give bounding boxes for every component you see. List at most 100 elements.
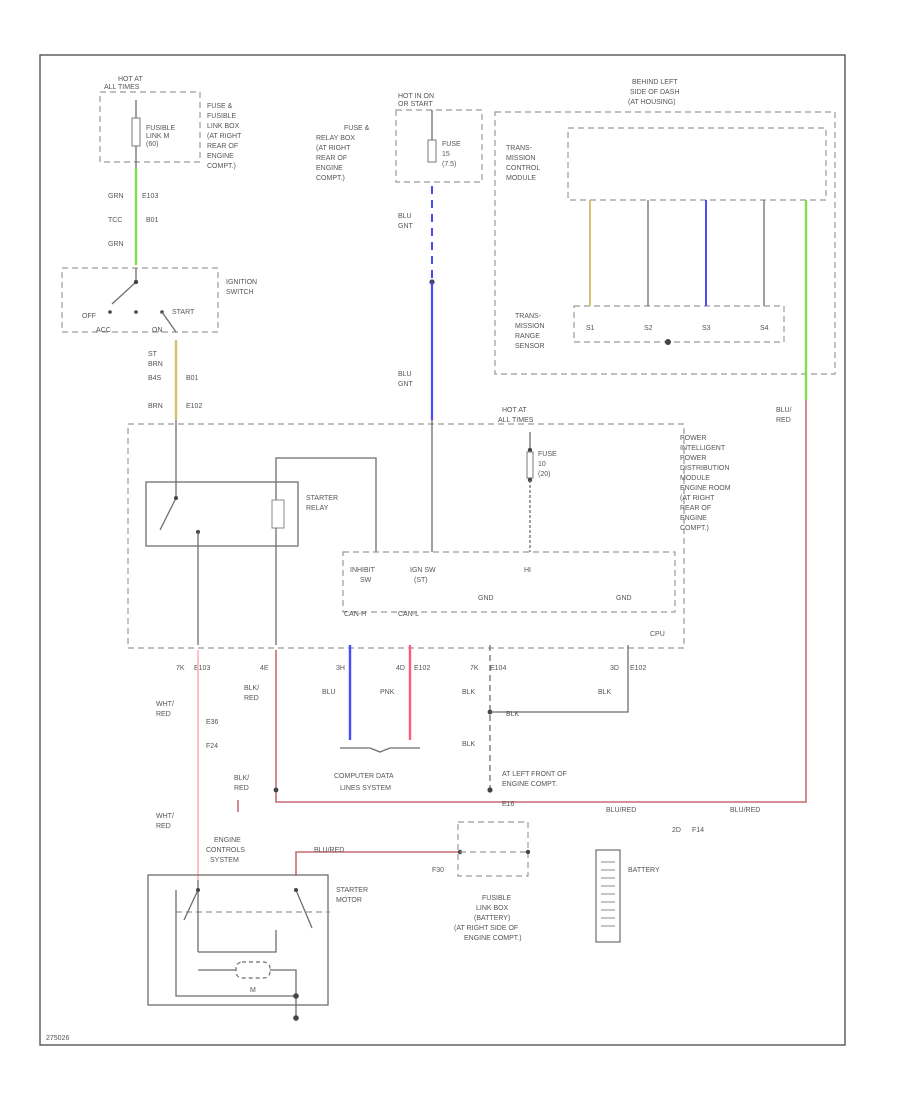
fuse-15-symbol xyxy=(427,139,437,163)
label-yel-c: B4S xyxy=(148,375,162,382)
label-tcm-c: CONTROL xyxy=(506,165,540,172)
label-blu-1: BLU xyxy=(398,213,412,220)
relay-contact-blade xyxy=(159,497,177,531)
ign-contact-acc xyxy=(134,310,138,314)
diagram-frame xyxy=(39,54,846,1046)
label-s3: S3 xyxy=(702,325,711,332)
label-fusebox-7: COMPT.) xyxy=(207,163,236,170)
label-battery: BATTERY xyxy=(628,867,660,874)
label-fuse-10: FUSE xyxy=(538,451,557,458)
label-inhibit-b: SW xyxy=(360,577,372,584)
wire-ign-start xyxy=(161,311,177,333)
label-ignsw-b: (ST) xyxy=(414,577,428,584)
fuse-link-box xyxy=(99,91,201,163)
label-ecs: ENGINE xyxy=(214,837,241,844)
tr-sensor-box xyxy=(573,305,785,343)
ign-pivot xyxy=(133,279,139,285)
label-behind-left-b: SIDE OF DASH xyxy=(630,89,679,96)
starter-dot-1 xyxy=(196,888,200,892)
label-f30: F30 xyxy=(432,867,444,874)
label-ign-start: START xyxy=(172,309,195,316)
label-blu-2b: GNT xyxy=(398,381,414,388)
label-comp-data-b: LINES SYSTEM xyxy=(340,785,391,792)
label-tcm-b: MISSION xyxy=(506,155,536,162)
label-starter-motor-b: MOTOR xyxy=(336,897,362,904)
label-fusible-link-b: LINK M xyxy=(146,133,170,140)
label-pdm-8: REAR OF xyxy=(680,505,711,512)
label-e102: E102 xyxy=(186,403,202,410)
label-ignition-switch: IGNITION xyxy=(226,279,257,286)
label-yel-b: BRN xyxy=(148,361,163,368)
label-hot-alltimes: HOT AT xyxy=(118,76,143,83)
label-pdm-1: POWER xyxy=(680,435,706,442)
fusible-battery-out xyxy=(525,849,531,855)
label-blkred-2: BLK/ xyxy=(234,775,249,782)
label-ecs-c: SYSTEM xyxy=(210,857,239,864)
label-wht-1: WHT/ xyxy=(156,701,174,708)
starter-relay-box xyxy=(145,481,299,547)
label-yel-d: B01 xyxy=(186,375,199,382)
relay-pivot xyxy=(174,496,178,500)
starter-motor-wire-b xyxy=(270,969,297,1018)
label-fuserelay-4: REAR OF xyxy=(316,155,347,162)
label-pin-2d: 2D xyxy=(672,827,681,834)
wire-blk-red-main xyxy=(275,400,807,803)
label-trsensor: TRANS- xyxy=(515,313,542,320)
label-trsensor-b: MISSION xyxy=(515,323,545,330)
starter-coil-wire xyxy=(198,930,277,953)
battery-cells xyxy=(601,861,615,927)
label-tcm: TRANS- xyxy=(506,145,533,152)
tr-sensor-ground xyxy=(665,339,671,345)
label-fusiblebatt-d: (AT RIGHT SIDE OF xyxy=(454,925,518,932)
starter-motor-symbol xyxy=(235,961,271,979)
pin-label-3d: 3D xyxy=(610,665,619,672)
battery-symbol xyxy=(595,849,621,943)
label-gnd-loc: AT LEFT FRONT OF xyxy=(502,771,567,778)
label-hot-alltimes-b: ALL TIMES xyxy=(104,84,140,91)
label-pdm-5: MODULE xyxy=(680,475,710,482)
label-pdm-9: ENGINE xyxy=(680,515,707,522)
fusible-battery-box xyxy=(457,821,529,877)
label-blured-1: BLU/ xyxy=(776,407,792,414)
label-ign-on: ON xyxy=(152,327,163,334)
label-f24: F24 xyxy=(206,743,218,750)
label-pdm-10: COMPT.) xyxy=(680,525,709,532)
label-s4: S4 xyxy=(760,325,769,332)
label-pdm-6: ENGINE ROOM xyxy=(680,485,731,492)
label-canl: CAN-L xyxy=(398,611,419,618)
label-pdm-7: (AT RIGHT xyxy=(680,495,715,502)
label-pin-e103: E103 xyxy=(194,665,210,672)
label-trsensor-d: SENSOR xyxy=(515,343,545,350)
starter-dot-2 xyxy=(294,888,298,892)
label-blk-1: BLK xyxy=(462,689,476,696)
label-ignsw: IGN SW xyxy=(410,567,436,574)
label-fusiblebatt-b: LINK BOX xyxy=(476,905,509,912)
pin-label-4e: 4E xyxy=(260,665,269,672)
label-hot-alltimes-2: HOT AT xyxy=(502,407,527,414)
label-pdm-3: POWER xyxy=(680,455,706,462)
tcm-box xyxy=(567,127,827,201)
wire-blk-gnd2 xyxy=(490,645,629,713)
label-canh: CAN-H xyxy=(344,611,366,618)
label-gnd1: GND xyxy=(478,595,494,602)
label-tcc: TCC xyxy=(108,217,122,224)
label-trsensor-c: RANGE xyxy=(515,333,540,340)
label-gnd-id: E16 xyxy=(502,801,515,808)
label-fusiblebatt-e: ENGINE COMPT.) xyxy=(464,935,522,942)
label-gnd-loc-b: ENGINE COMPT. xyxy=(502,781,557,788)
label-pin-e102: E102 xyxy=(414,665,430,672)
label-e103-conn: E103 xyxy=(142,193,158,200)
wire-coil-hi xyxy=(275,457,377,552)
relay-coil xyxy=(271,499,285,529)
splice-blkred xyxy=(273,787,279,793)
label-hi: HI xyxy=(524,567,531,574)
label-comp-data: COMPUTER DATA xyxy=(334,773,394,780)
label-fuse-10c: (20) xyxy=(538,471,550,478)
label-fusiblebatt: FUSIBLE xyxy=(482,895,512,902)
starter-motor-box xyxy=(147,874,329,1006)
label-fusiblebatt-c: (BATTERY) xyxy=(474,915,510,922)
label-behind-left: BEHIND LEFT xyxy=(632,79,678,86)
label-tcm-d: MODULE xyxy=(506,175,536,182)
page-code: 275026 xyxy=(46,1035,69,1042)
